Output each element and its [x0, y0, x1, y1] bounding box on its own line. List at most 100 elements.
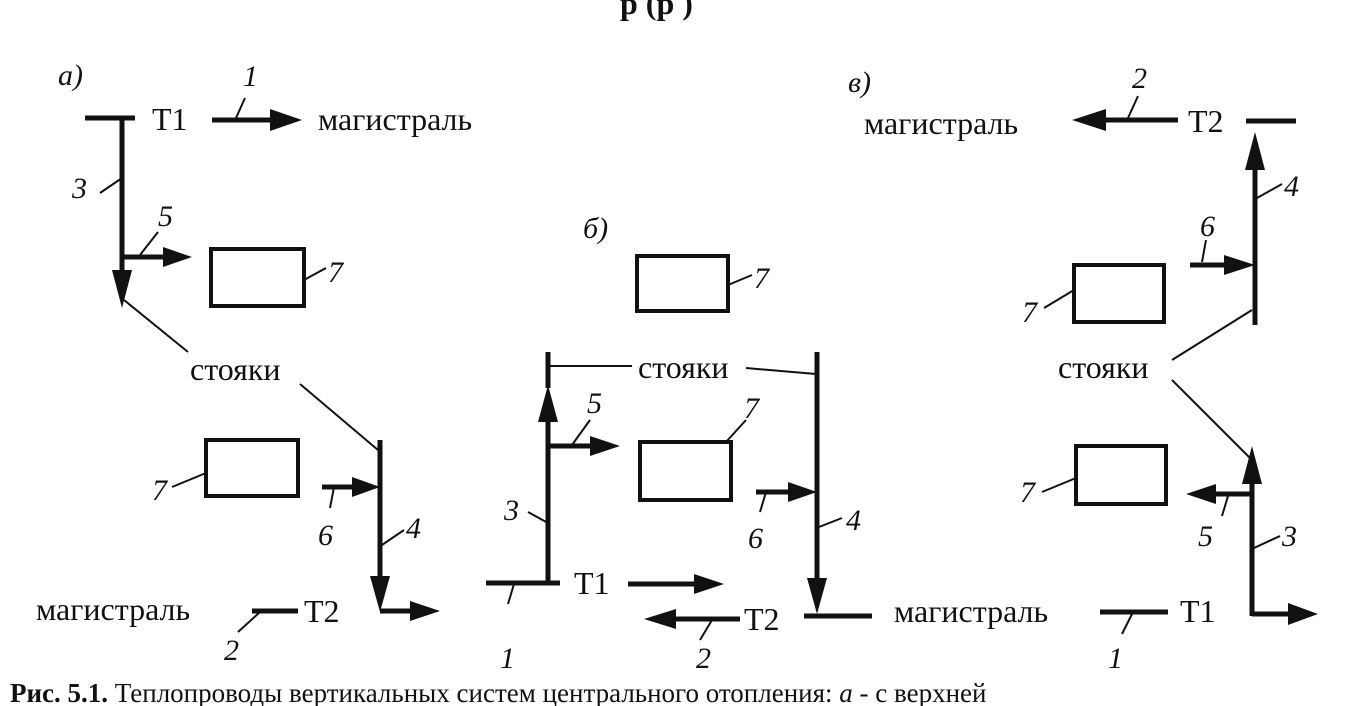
- panel-a-riser-3-arrow: [112, 270, 132, 308]
- panel-c-radiator-top: [1072, 263, 1166, 324]
- panel-b-leader-4: [818, 517, 843, 528]
- panel-a-num-2: 2: [224, 634, 239, 667]
- panel-c-main-bottom-label: магистраль: [894, 593, 1048, 629]
- caption-italic: а: [839, 678, 853, 706]
- panel-b-t2-arrow-head: [644, 609, 676, 629]
- panel-b-leader-3: [527, 511, 549, 524]
- panel-a-leader-4: [381, 529, 405, 546]
- panel-c-leader-6: [1201, 239, 1207, 263]
- panel-b-leader-2: [699, 619, 713, 641]
- panel-a-radiator-top: [209, 247, 306, 308]
- panel-c-t2-arrow-head: [1072, 109, 1106, 131]
- panel-a-t2-label: Т2: [304, 593, 340, 629]
- panel-c-num-4: 4: [1284, 170, 1299, 203]
- panel-b-num-1: 1: [500, 642, 515, 675]
- panel-a-leader-7a: [303, 267, 327, 281]
- panel-a-branch-5-arrow: [163, 247, 192, 267]
- panel-b-t1-arrow-head: [694, 574, 724, 594]
- panel-b-radiator-bottom: [638, 440, 733, 502]
- panel-a-leader-6: [329, 486, 335, 509]
- panel-a-radiator-bottom: [204, 438, 300, 498]
- panel-b-letter: б): [583, 212, 608, 245]
- panel-b-num-3: 3: [503, 494, 519, 527]
- panel-a-leader-2: [237, 611, 261, 633]
- panel-b-t2-label: Т2: [744, 601, 780, 637]
- panel-a-num-1: 1: [243, 60, 258, 93]
- panel-c-num-6: 6: [1200, 210, 1215, 243]
- panel-c-riser-3-arrow: [1242, 446, 1262, 484]
- panel-b-radiator-top: [635, 254, 730, 313]
- panel-b-num-7b: 7: [744, 392, 761, 425]
- panel-a-leader-7b: [171, 472, 207, 488]
- panel-a-num-7b: 7: [152, 474, 169, 507]
- panel-b-branch-5-arrow: [590, 436, 620, 456]
- caption-label: Рис. 5.1.: [10, 678, 108, 706]
- panel-c-risers-leader-2: [1171, 379, 1251, 459]
- panel-a-num-6: 6: [318, 519, 333, 552]
- panel-b-leader-7a: [727, 274, 753, 286]
- panel-c-leader-4: [1256, 183, 1283, 199]
- panel-b-num-2: 2: [696, 642, 711, 675]
- panel-a-main-bottom-label: магистраль: [36, 591, 190, 627]
- caption-tail: - с верхней: [853, 678, 987, 706]
- panel-c-main-top-label: магистраль: [864, 105, 1018, 141]
- panel-c-leader-3: [1253, 535, 1281, 549]
- panel-c-leader-7a: [1043, 289, 1075, 309]
- panel-b-t1-label: Т1: [574, 565, 610, 601]
- panel-a-riser-4-arrow: [370, 576, 390, 612]
- panel-a-letter: а): [58, 59, 83, 92]
- panel-a-leader-3: [99, 177, 123, 194]
- panel-a-leader-5: [139, 231, 159, 256]
- panel-c-num-3: 3: [1281, 520, 1297, 553]
- panel-a-risers-leader-1: [123, 299, 189, 353]
- panel-b-riser-4-arrow: [807, 578, 827, 614]
- panel-b-num-5: 5: [587, 387, 602, 420]
- panel-c-leader-5: [1221, 495, 1229, 517]
- panel-a-t1-arrow-head: [270, 109, 302, 131]
- panel-b-leader-5: [571, 419, 591, 446]
- panel-c-t2-label: Т2: [1188, 103, 1224, 139]
- panel-b-num-7a: 7: [754, 262, 771, 295]
- panel-c-branch-6-arrow: [1224, 255, 1255, 275]
- panel-a-num-4: 4: [406, 512, 421, 545]
- panel-c-num-2: 2: [1132, 62, 1147, 95]
- panel-a-leader-1: [235, 97, 246, 119]
- panel-a-num-5: 5: [158, 200, 173, 233]
- panel-b-risers-leader-2: [745, 367, 817, 375]
- panel-c-leader-2: [1127, 95, 1139, 119]
- panel-c-leader-1: [1121, 613, 1133, 635]
- panel-c-branch-5-arrow: [1186, 484, 1216, 504]
- panel-c-t1-arrow-head: [1288, 603, 1318, 625]
- panel-b-leader-1: [507, 583, 515, 605]
- panel-a-branch-6-arrow: [352, 477, 380, 497]
- panel-c-num-7a: 7: [1022, 296, 1039, 329]
- panel-c-risers-label: стояки: [1058, 349, 1149, 385]
- panel-a-t2-arrow-head: [410, 601, 440, 621]
- panel-c-num-7b: 7: [1020, 476, 1037, 509]
- panel-c-leader-7b: [1041, 477, 1077, 493]
- panel-a-risers-leader-2: [299, 383, 379, 451]
- panel-c-num-5: 5: [1198, 520, 1213, 553]
- panel-a-num-7a: 7: [328, 256, 345, 289]
- panel-b-riser-3-arrow: [538, 385, 558, 422]
- panel-c-riser-4-arrow: [1245, 132, 1265, 170]
- panel-b-branch-6-arrow: [788, 482, 817, 502]
- caption-text: Теплопроводы вертикальных систем централ…: [108, 678, 839, 706]
- figure-caption: Рис. 5.1. Теплопроводы вертикальных сист…: [10, 678, 986, 706]
- panel-c-letter: в): [848, 66, 871, 99]
- panel-c-radiator-bottom: [1074, 444, 1168, 506]
- panel-b-risers-label: стояки: [638, 349, 729, 385]
- panel-c-t1-label: Т1: [1180, 593, 1216, 629]
- panel-b-leader-6: [759, 491, 767, 513]
- panel-a: а) Т1 магистраль 1 3 5 7 стояки 7: [36, 59, 472, 667]
- panel-a-num-3: 3: [71, 172, 87, 205]
- panel-a-t1-label: Т1: [152, 101, 188, 137]
- panel-b: б) 7 3 стояки 5 7 4 6: [486, 212, 872, 675]
- panel-b-num-4: 4: [846, 504, 861, 537]
- panel-c: в) магистраль Т2 2 4 6 7 стояки 7: [848, 62, 1318, 675]
- top-heading-fragment: р (р ): [620, 0, 693, 21]
- panel-a-risers-label: стояки: [190, 351, 281, 387]
- panel-b-num-6: 6: [748, 522, 763, 555]
- panel-c-num-1: 1: [1108, 642, 1123, 675]
